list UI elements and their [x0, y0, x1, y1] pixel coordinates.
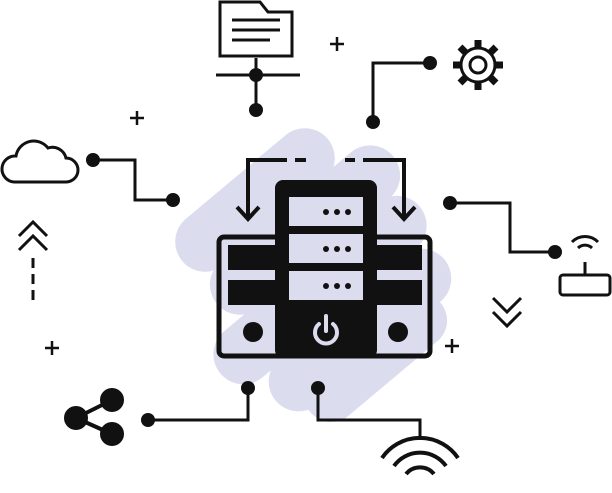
document-icon	[218, 0, 294, 58]
router-icon	[558, 235, 612, 297]
chevrons-up-icon	[17, 219, 49, 252]
cloud-icon	[0, 139, 80, 184]
wifi-signal-icon	[380, 435, 460, 476]
connector-lines	[31, 58, 555, 440]
gear-icon	[453, 40, 503, 90]
plus-icon	[45, 37, 459, 355]
server-icon	[216, 180, 433, 359]
share-icon	[64, 388, 124, 446]
sync-arrows	[235, 158, 417, 222]
power-icon	[313, 314, 339, 346]
connector-dots	[86, 56, 562, 427]
chevrons-down-icon	[491, 296, 523, 329]
